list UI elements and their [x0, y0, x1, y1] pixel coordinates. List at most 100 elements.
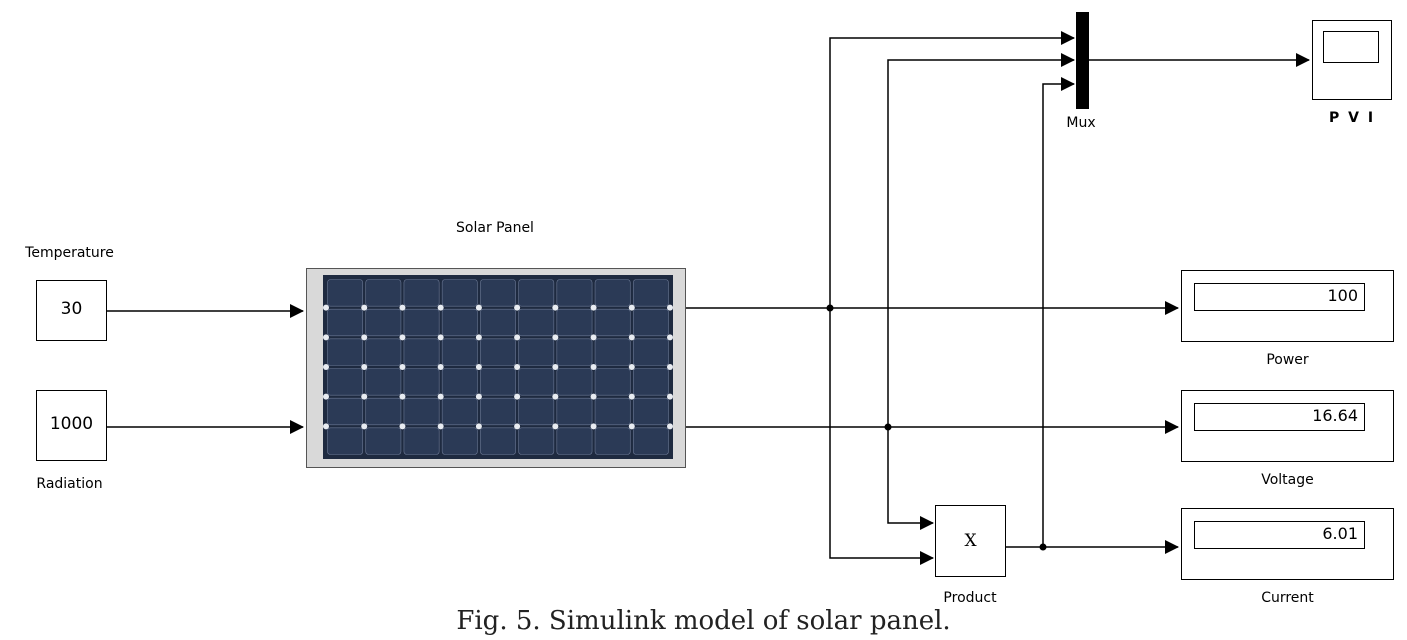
- cell-joint: [323, 393, 329, 400]
- cell-joint: [667, 334, 673, 341]
- solar-cell: [594, 338, 631, 366]
- solar-cell: [632, 427, 669, 455]
- cell-joint: [475, 393, 482, 400]
- scope-screen: [1323, 31, 1379, 63]
- cell-joint: [628, 334, 635, 341]
- scope-block[interactable]: [1312, 20, 1392, 100]
- scope-label: P V I: [1328, 110, 1376, 126]
- current-display-value: 6.01: [1194, 521, 1365, 549]
- cell-joint: [475, 334, 482, 341]
- product-block[interactable]: X: [935, 505, 1006, 577]
- solar-cell: [327, 368, 364, 396]
- cell-joint: [323, 334, 329, 341]
- solar-cell: [403, 397, 440, 426]
- solar-cell: [403, 308, 440, 337]
- cell-joint: [361, 423, 368, 430]
- voltage-display-block[interactable]: 16.64: [1181, 390, 1394, 462]
- power-display-block[interactable]: 100: [1181, 270, 1394, 342]
- temperature-constant-block[interactable]: 30: [36, 280, 107, 341]
- solar-cell: [518, 338, 555, 366]
- power-display-value: 100: [1194, 283, 1365, 311]
- solar-cell: [632, 279, 669, 307]
- solar-cell: [365, 279, 402, 307]
- radiation-constant-block[interactable]: 1000: [36, 390, 107, 461]
- solar-cell: [441, 338, 478, 366]
- solar-cell: [556, 308, 593, 337]
- solar-cell: [518, 427, 555, 455]
- cell-joint: [399, 334, 406, 341]
- cell-joint: [399, 364, 406, 370]
- cell-joint: [514, 364, 521, 370]
- solar-cells: [323, 279, 673, 455]
- cell-joint: [475, 364, 482, 370]
- solar-cell: [327, 338, 364, 366]
- solar-cell: [594, 397, 631, 426]
- temperature-value: 30: [60, 299, 83, 319]
- current-display-block[interactable]: 6.01: [1181, 508, 1394, 580]
- cell-joint: [361, 334, 368, 341]
- mux-label: Mux: [1066, 115, 1096, 131]
- cell-joint: [361, 364, 368, 370]
- cell-joint: [552, 423, 559, 430]
- cell-joint: [628, 304, 635, 311]
- cell-joint: [514, 423, 521, 430]
- cell-joint: [552, 364, 559, 370]
- solar-panel-icon: [323, 275, 673, 459]
- solar-cell: [480, 427, 516, 455]
- solar-cell: [594, 427, 631, 455]
- mux-bar: [1076, 12, 1089, 109]
- cell-joint: [437, 304, 444, 311]
- solar-cell: [327, 397, 364, 426]
- solar-cell: [480, 338, 516, 366]
- solar-cell: [480, 368, 516, 396]
- cell-joint: [437, 334, 444, 341]
- solar-cell: [632, 368, 669, 396]
- cell-joint: [361, 304, 368, 311]
- solar-cell: [556, 279, 593, 307]
- power-to-mux: [829, 31, 1075, 308]
- cell-joint: [552, 393, 559, 400]
- cell-joint: [590, 304, 597, 311]
- solar-cell: [480, 397, 516, 426]
- solar-cell: [518, 397, 555, 426]
- cell-joint: [667, 393, 673, 400]
- current-to-mux: [1042, 77, 1075, 547]
- cell-joint: [514, 393, 521, 400]
- solar-cell: [518, 308, 555, 337]
- cell-joint: [399, 393, 406, 400]
- solar-cell: [365, 338, 402, 366]
- cell-joint: [399, 304, 406, 311]
- solar-cell: [480, 279, 516, 307]
- solar-cell: [327, 279, 364, 307]
- cell-joint: [667, 423, 673, 430]
- cell-joint: [514, 304, 521, 311]
- solar-cell: [441, 368, 478, 396]
- cell-joint: [590, 423, 597, 430]
- solar-cell: [441, 397, 478, 426]
- voltage-display-value: 16.64: [1194, 403, 1365, 431]
- cell-joint: [437, 423, 444, 430]
- solar-cell: [403, 427, 440, 455]
- cell-joint: [475, 423, 482, 430]
- voltage-label: Voltage: [1261, 472, 1314, 488]
- radiation-value: 1000: [49, 414, 94, 434]
- solar-cell: [556, 427, 593, 455]
- solar-cell: [556, 368, 593, 396]
- cell-joint: [628, 423, 635, 430]
- power-label: Power: [1266, 352, 1309, 368]
- junction-dot: [1039, 543, 1047, 551]
- solar-panel-block[interactable]: [306, 268, 686, 468]
- cell-joint: [590, 393, 597, 400]
- cell-joint: [361, 393, 368, 400]
- cell-joint: [590, 364, 597, 370]
- solar-cell: [480, 308, 516, 337]
- solar-cell: [518, 279, 555, 307]
- cell-joint: [628, 364, 635, 370]
- cell-joint: [667, 364, 673, 370]
- power-to-product: [829, 308, 934, 565]
- solar-cell: [632, 308, 669, 337]
- solar-cell: [518, 368, 555, 396]
- product-symbol: X: [964, 531, 977, 551]
- solar-cell: [403, 338, 440, 366]
